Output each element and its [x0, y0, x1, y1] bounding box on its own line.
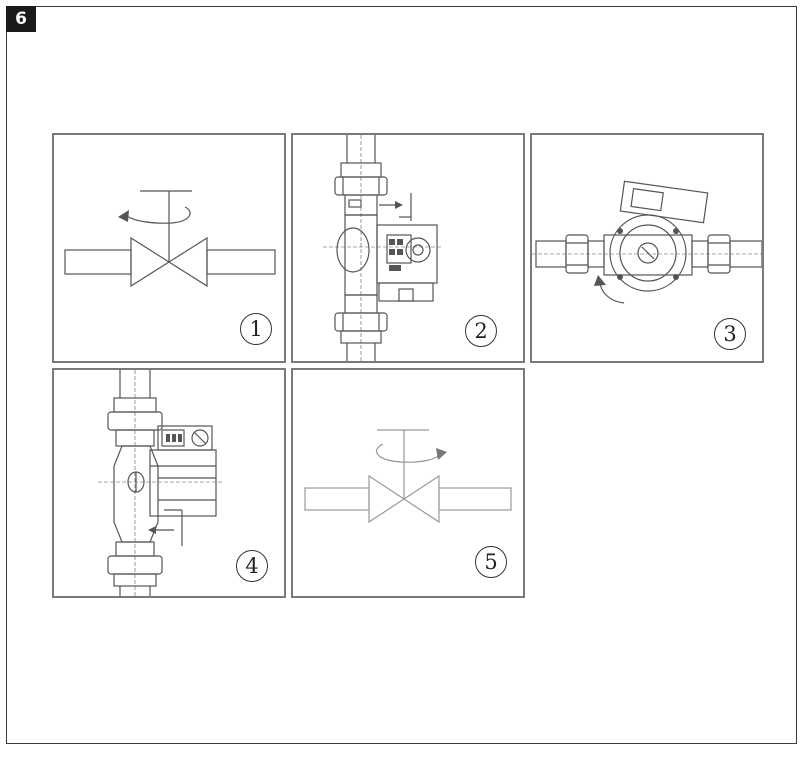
- step-4-panel: 4: [52, 368, 286, 598]
- page-frame: [6, 6, 797, 744]
- step-number: 1: [240, 313, 272, 345]
- step-1-panel: 1: [52, 133, 286, 363]
- step-2-panel: 2: [291, 133, 525, 363]
- pump-vertical-side-icon: [98, 370, 224, 596]
- valve-close-icon: [64, 190, 276, 288]
- figure-number-badge: 6: [6, 6, 36, 32]
- step-number: 2: [465, 315, 497, 347]
- step-number: 4: [236, 550, 268, 582]
- step-5-panel: 5: [291, 368, 525, 598]
- pump-rotate-head-icon: [532, 180, 762, 304]
- valve-open-icon: [304, 429, 512, 524]
- step-3-panel: 3: [530, 133, 764, 363]
- pump-vertical-front-icon: [323, 135, 443, 361]
- step-number: 5: [475, 546, 507, 578]
- step-number: 3: [714, 318, 746, 350]
